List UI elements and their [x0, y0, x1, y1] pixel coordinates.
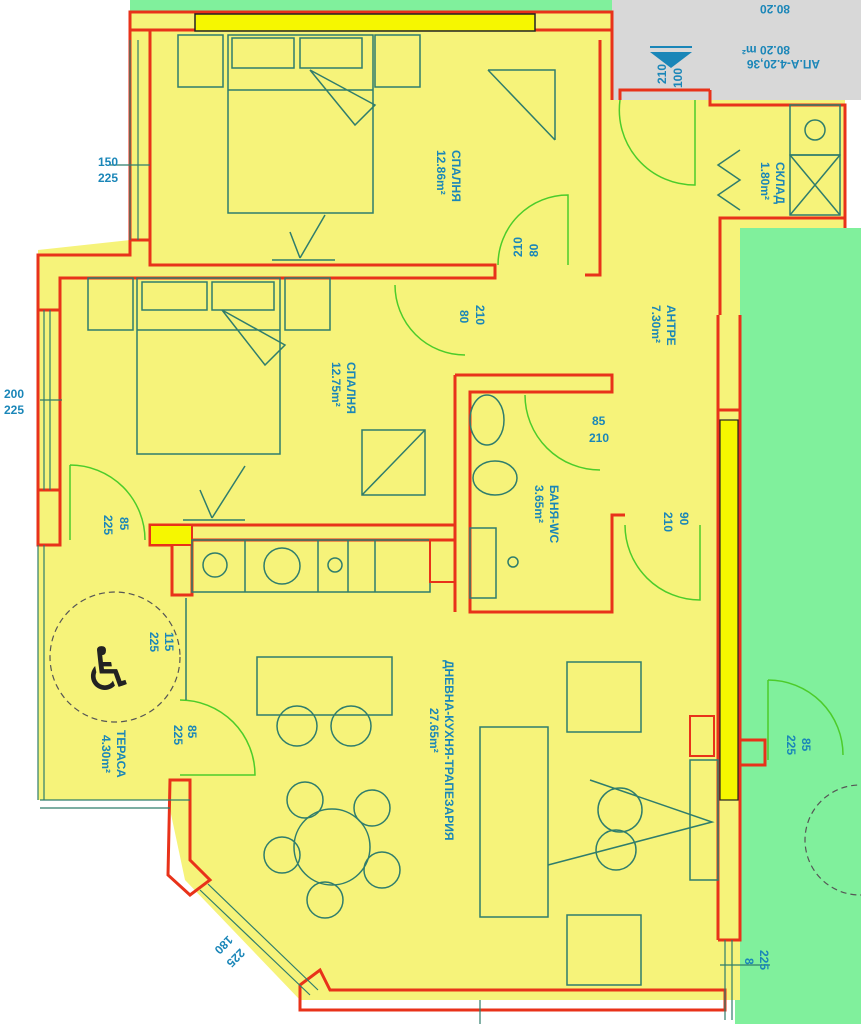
svg-text:85: 85: [799, 738, 813, 752]
svg-text:210: 210: [511, 237, 525, 257]
svg-text:210: 210: [589, 431, 609, 445]
common-area: [612, 0, 861, 100]
svg-text:12.75m²: 12.75m²: [329, 362, 343, 407]
storage-cabinets: [716, 104, 841, 216]
apartment-label: АП.А-4.20,36: [747, 57, 820, 71]
window-right: [719, 419, 739, 801]
room-bathroom: БАНЯ-WC 3.65m²: [532, 485, 561, 543]
room-bedroom-1: СПАЛНЯ 12.86m²: [434, 150, 463, 202]
svg-text:150: 150: [98, 155, 118, 169]
svg-text:225: 225: [4, 403, 24, 417]
wheelchair-turning-circle: ♿: [49, 591, 861, 896]
svg-text:СКЛАД: СКЛАД: [773, 162, 787, 205]
window-top: [194, 13, 536, 32]
entrance-arrow-icon: [650, 52, 692, 68]
neighbor-top: [130, 0, 612, 12]
kitchen-column: [149, 524, 193, 546]
svg-text:8: 8: [742, 958, 756, 965]
neighbor-apartment: [735, 228, 861, 1024]
svg-text:210: 210: [473, 305, 487, 325]
door-bedroom1: [497, 194, 569, 266]
svg-text:200: 200: [4, 387, 24, 401]
svg-text:4.30m²: 4.30m²: [99, 735, 113, 773]
svg-text:80: 80: [457, 310, 471, 324]
door-bedroom2: [394, 284, 466, 356]
kitchen-counter: [185, 539, 456, 700]
room-living-kitchen-dining: ДНЕВНА-КУХНЯ-ТРАПЕЗАРИЯ 27.65m²: [427, 660, 456, 840]
svg-text:АНТРЕ: АНТРЕ: [664, 305, 678, 346]
bed-2: [87, 277, 426, 521]
door-living: [624, 524, 701, 601]
top-cut-label: 80.20: [760, 2, 790, 16]
apartment-area: [38, 12, 845, 1000]
svg-text:225: 225: [147, 632, 161, 652]
bathroom-fixtures: [469, 394, 519, 599]
svg-text:85: 85: [592, 414, 606, 428]
door-terrace1: [69, 464, 146, 541]
door-entrance: [618, 99, 696, 186]
door-bathroom: [524, 394, 601, 471]
svg-text:225: 225: [784, 735, 798, 755]
living-furniture: [256, 656, 719, 986]
wheelchair-icon: ♿: [82, 635, 136, 705]
window-left: [37, 40, 150, 800]
svg-text:210: 210: [655, 64, 669, 84]
svg-text:1.80m²: 1.80m²: [758, 162, 772, 200]
apartment-area: 80.20 m²: [742, 43, 790, 57]
svg-text:100: 100: [671, 68, 685, 88]
svg-text:12.86m²: 12.86m²: [434, 150, 448, 195]
svg-text:СПАЛНЯ: СПАЛНЯ: [344, 362, 358, 414]
wall-right: [716, 315, 767, 942]
svg-text:85: 85: [185, 725, 199, 739]
svg-text:27.65m²: 27.65m²: [427, 708, 441, 753]
svg-text:СПАЛНЯ: СПАЛНЯ: [449, 150, 463, 202]
room-bedroom-2: СПАЛНЯ 12.75m²: [329, 362, 358, 414]
svg-text:210: 210: [661, 512, 675, 532]
wall-bedroom-divider: [36, 238, 497, 312]
svg-text:225: 225: [171, 725, 185, 745]
svg-text:225: 225: [101, 515, 115, 535]
svg-text:90: 90: [677, 512, 691, 526]
room-terrace: ТЕРАСА 4.30m²: [99, 730, 128, 778]
svg-text:БАНЯ-WC: БАНЯ-WC: [547, 485, 561, 543]
svg-text:ДНЕВНА-КУХНЯ-ТРАПЕЗАРИЯ: ДНЕВНА-КУХНЯ-ТРАПЕЗАРИЯ: [442, 660, 456, 840]
svg-text:3.65m²: 3.65m²: [532, 485, 546, 523]
door-neighbor: [767, 679, 844, 760]
bed-1: [177, 34, 556, 261]
svg-text:7.30m²: 7.30m²: [649, 305, 663, 343]
svg-text:ТЕРАСА: ТЕРАСА: [114, 730, 128, 778]
svg-text:85: 85: [117, 517, 131, 531]
door-terrace2: [179, 699, 256, 776]
svg-text:115: 115: [162, 632, 176, 652]
svg-text:225: 225: [98, 171, 118, 185]
window-bay: [40, 799, 770, 1024]
room-storage: СКЛАД 1.80m²: [758, 162, 787, 205]
svg-text:80: 80: [527, 243, 541, 257]
room-entrance-hall: АНТРЕ 7.30m²: [649, 305, 678, 346]
svg-text:225: 225: [757, 950, 771, 970]
